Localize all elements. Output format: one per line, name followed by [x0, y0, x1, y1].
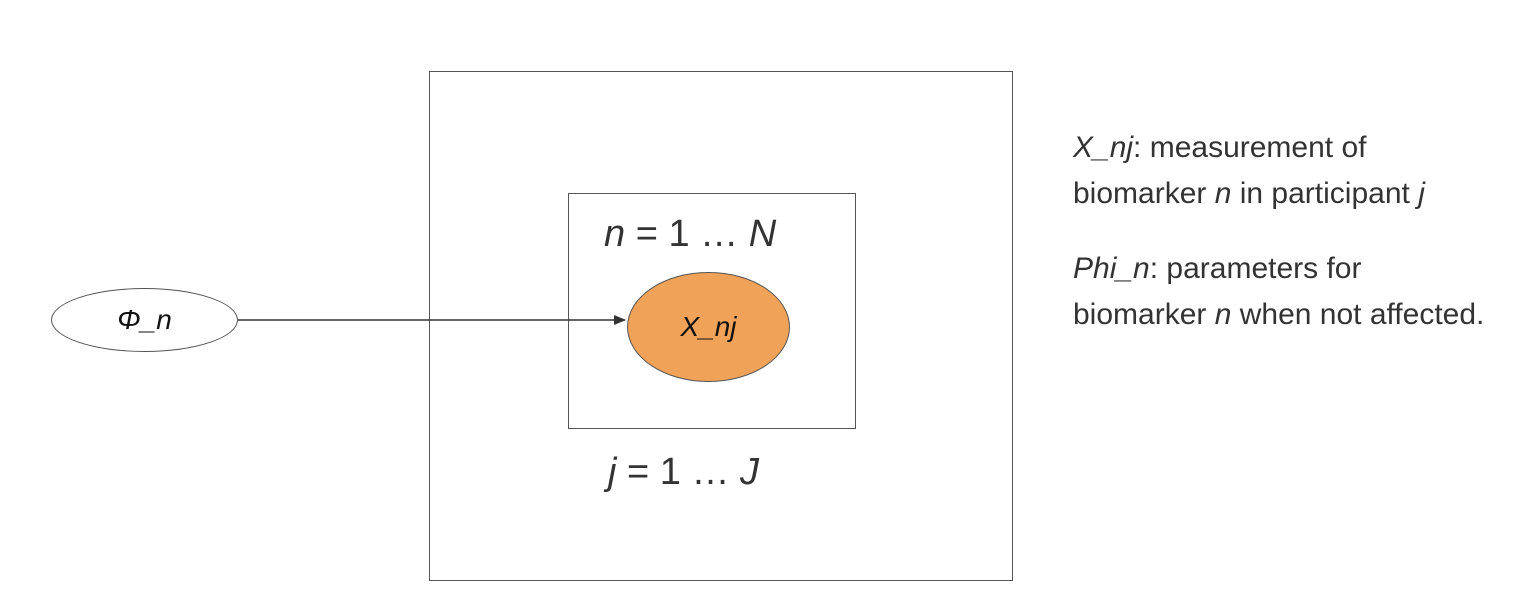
legend-phi-line2-pre: biomarker: [1073, 298, 1215, 331]
legend-x-line1: X_nj: measurement of: [1073, 125, 1425, 171]
legend-phi-line2-var: n: [1214, 298, 1232, 331]
outer-plate-range-text: = 1 …: [616, 451, 741, 493]
legend-phi-symbol: Phi_n: [1073, 252, 1150, 285]
legend-phi-line2-post: when not affected.: [1231, 298, 1485, 331]
legend-x-line2-pre: biomarker: [1073, 177, 1215, 210]
phi-node: Φ_n: [51, 288, 238, 352]
legend-phi-desc: : parameters for: [1149, 252, 1362, 285]
inner-plate-index-var: n: [604, 213, 626, 255]
x-node-label: X_nj: [680, 311, 737, 342]
outer-plate-index-var: j: [608, 451, 617, 493]
legend-phi-line2: biomarker n when not affected.: [1073, 292, 1484, 338]
inner-plate-range-text: = 1 …: [625, 213, 749, 255]
inner-plate-label: n = 1 … N: [604, 213, 776, 256]
legend-x-desc: : measurement of: [1133, 131, 1367, 164]
inner-plate-biomarkers: [568, 193, 856, 429]
legend-x-line2-var2: j: [1418, 177, 1425, 210]
legend-phi-line1: Phi_n: parameters for: [1073, 246, 1484, 292]
outer-plate-participants: [429, 71, 1013, 581]
legend-phi-entry: Phi_n: parameters for biomarker n when n…: [1073, 246, 1484, 338]
x-node: X_nj: [627, 272, 790, 382]
legend-x-entry: X_nj: measurement of biomarker n in part…: [1073, 125, 1425, 217]
outer-plate-label: j = 1 … J: [608, 451, 759, 494]
legend-x-line2: biomarker n in participant j: [1073, 171, 1425, 217]
phi-node-label: Φ_n: [117, 304, 172, 335]
legend-x-line2-mid: in participant: [1231, 177, 1419, 210]
legend-x-line2-var: n: [1214, 177, 1232, 210]
legend-x-symbol: X_nj: [1073, 131, 1134, 164]
outer-plate-upper-var: J: [740, 451, 760, 493]
inner-plate-upper-var: N: [748, 213, 777, 255]
